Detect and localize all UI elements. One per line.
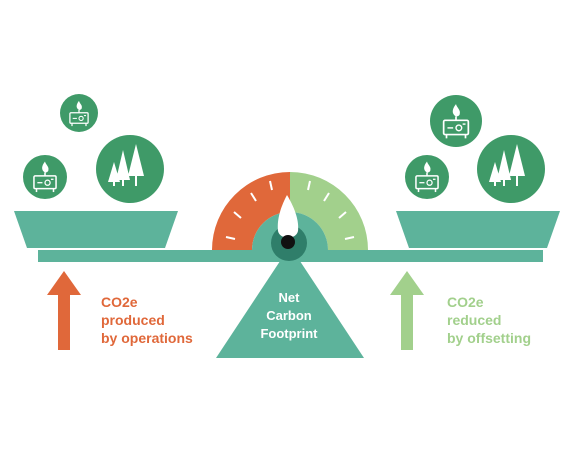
gauge-orange-arc — [212, 172, 290, 250]
fulcrum — [216, 246, 364, 358]
flame-needle-icon — [277, 195, 299, 238]
produced-label: CO2e produced by operations — [101, 294, 193, 346]
left-pan — [14, 94, 178, 248]
gauge-green-arc — [290, 172, 368, 250]
left-pan-tray — [14, 211, 178, 248]
right-pan-tray — [396, 211, 560, 248]
pivot-center — [281, 235, 295, 249]
net-carbon-footprint-label: Net Carbon Footprint — [260, 290, 318, 341]
right-pan — [396, 95, 560, 248]
reduced-label: CO2e reduced by offsetting — [447, 294, 531, 346]
up-arrow-green-icon — [390, 271, 424, 350]
up-arrow-orange-icon — [47, 271, 81, 350]
